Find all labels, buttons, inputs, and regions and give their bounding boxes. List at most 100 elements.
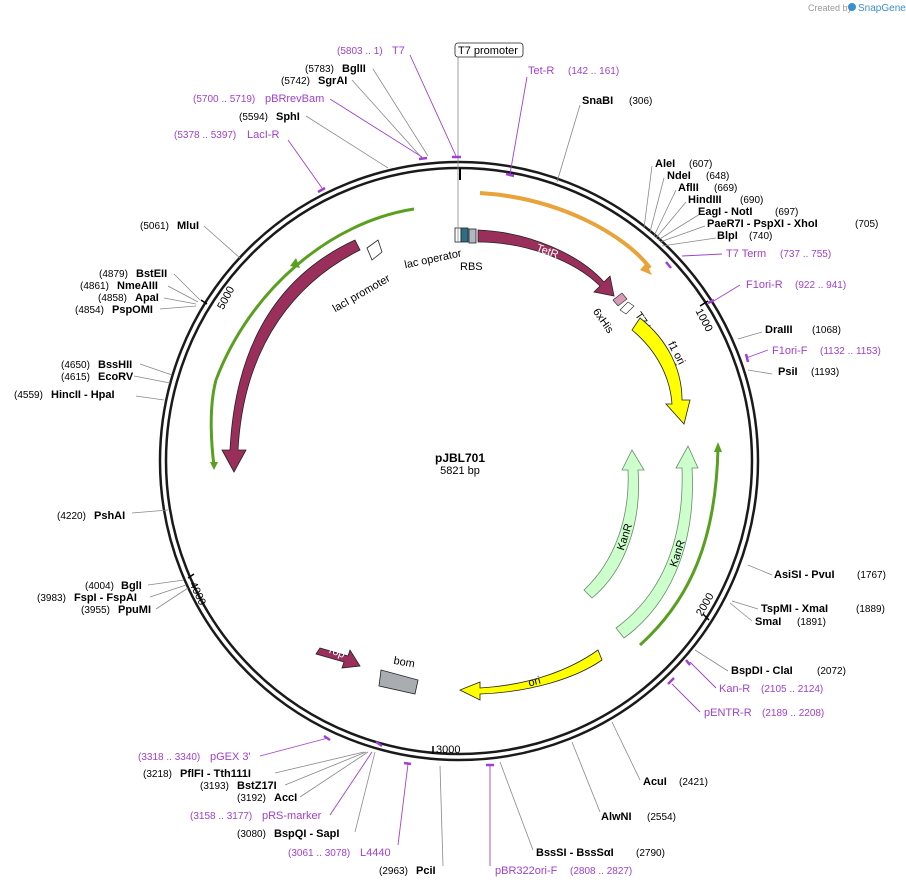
site-draiii-name[interactable]: DraIII xyxy=(765,324,793,336)
site-pflfi-name[interactable]: PflFI - Tth111I xyxy=(180,768,251,780)
t7-terminator-box[interactable] xyxy=(619,301,635,315)
primer-f1ori-f-name[interactable]: F1ori-F xyxy=(772,345,808,357)
lac-operator-core-box[interactable] xyxy=(460,227,469,243)
site-hincii-hpai-pos: (4559) xyxy=(14,390,43,401)
sixhis-label: 6xHis xyxy=(590,306,616,336)
primer-t7term-pos: (737 .. 755) xyxy=(780,249,831,260)
rbs-box[interactable] xyxy=(468,228,477,244)
primer-pbr322ori-f-pos: (2808 .. 2827) xyxy=(570,866,632,877)
site-bspdi-clai-name[interactable]: BspDI - ClaI xyxy=(731,665,793,677)
primer-tetr-name[interactable]: Tet-R xyxy=(528,65,554,77)
site-psii-name[interactable]: PsiI xyxy=(778,366,798,378)
primer-pgex3-name[interactable]: pGEX 3' xyxy=(210,751,251,763)
site-asisi-pvui-name[interactable]: AsiSI - PvuI xyxy=(774,569,835,581)
site-pshai-pos: (4220) xyxy=(57,511,86,522)
primer-pbr322ori-f-name[interactable]: pBR322ori-F xyxy=(495,865,558,877)
site-psii-pos: (1193) xyxy=(811,367,839,378)
f1-ori-feature-arrow[interactable] xyxy=(631,317,691,425)
site-pspomi-pos: (4854) xyxy=(75,305,104,316)
site-bsteii-name[interactable]: BstEII xyxy=(136,268,167,280)
primer-t7-name[interactable]: T7 xyxy=(392,45,405,57)
site-pcii-name[interactable]: PciI xyxy=(416,865,436,877)
backbone-outer-ring xyxy=(158,160,760,762)
created-by-text: Created by xyxy=(808,3,853,13)
primer-laci-r-name[interactable]: LacI-R xyxy=(247,129,279,141)
site-pshai-name[interactable]: PshAI xyxy=(94,510,125,522)
site-nmeaiii-name[interactable]: NmeAIII xyxy=(117,280,158,292)
snapgene-brand-text: SnapGene xyxy=(858,3,906,14)
kanr-outer-feature-arrow[interactable] xyxy=(615,445,699,639)
site-bsssi-name[interactable]: BssSI - BssSαI xyxy=(536,847,614,859)
site-alwni-name[interactable]: AlwNI xyxy=(601,811,632,823)
site-ecorv-name[interactable]: EcoRV xyxy=(98,371,134,383)
site-fspi-name[interactable]: FspI - FspAI xyxy=(74,592,137,604)
tick-2000 xyxy=(702,613,710,621)
laci-feature-arrow[interactable] xyxy=(221,239,361,473)
site-sgrai-pos: (5742) xyxy=(281,76,310,87)
site-ppumi-name[interactable]: PpuMI xyxy=(118,604,151,616)
primer-f1ori-r-name[interactable]: F1ori-R xyxy=(746,279,783,291)
site-bsteii-pos: (4879) xyxy=(99,269,128,280)
site-pcii-pos: (2963) xyxy=(379,866,408,877)
rop-label: rop xyxy=(327,644,346,661)
left-green-bottom-arrowhead xyxy=(210,462,218,470)
primer-l4440-name[interactable]: L4440 xyxy=(360,847,391,859)
site-paer7i-xhoi-name[interactable]: PaeR7I - PspXI - XhoI xyxy=(707,218,818,230)
site-ndei-name[interactable]: NdeI xyxy=(667,170,691,182)
site-sgrai-name[interactable]: SgrAI xyxy=(318,75,347,87)
site-sphi-name[interactable]: SphI xyxy=(276,111,300,123)
laci-promoter-box[interactable] xyxy=(366,239,383,261)
leader-lines xyxy=(131,68,773,867)
primer-pbrrevbam-pos: (5700 .. 5719) xyxy=(193,94,255,105)
site-smai-name[interactable]: SmaI xyxy=(755,616,781,628)
bom-feature-box[interactable] xyxy=(378,669,419,695)
site-mlui-name[interactable]: MluI xyxy=(177,220,199,232)
site-acui-name[interactable]: AcuI xyxy=(643,776,667,788)
ori-feature-arrow[interactable] xyxy=(459,649,603,701)
lac-operator-label: lac operator xyxy=(403,247,463,271)
ori-label: ori xyxy=(527,675,542,690)
site-acci-name[interactable]: AccI xyxy=(274,792,297,804)
site-blpi-name[interactable]: BlpI xyxy=(717,230,738,242)
primer-pentr-r-pos: (2189 .. 2208) xyxy=(762,708,824,719)
site-bgli-pos: (4004) xyxy=(85,581,114,592)
site-snabi-pos: (306) xyxy=(629,96,652,107)
site-apai-pos: (4858) xyxy=(98,293,127,304)
site-bspqi-sapi-pos: (3080) xyxy=(237,829,266,840)
kanr-inner-feature-arrow[interactable] xyxy=(583,449,645,599)
site-alei-name[interactable]: AleI xyxy=(655,158,675,170)
site-eagi-noti-name[interactable]: EagI - NotI xyxy=(698,206,752,218)
primer-pbrrevbam-name[interactable]: pBRrevBam xyxy=(265,93,324,105)
primer-f1ori-r-pos: (922 .. 941) xyxy=(795,280,846,291)
site-bstz17i-name[interactable]: BstZ17I xyxy=(237,780,277,792)
site-apai-name[interactable]: ApaI xyxy=(135,292,159,304)
laci-label: lacI xyxy=(267,332,286,353)
right-green-arc[interactable] xyxy=(638,447,720,647)
orange-region-arc[interactable] xyxy=(479,191,652,270)
site-hindiii-name[interactable]: HindIII xyxy=(688,194,722,206)
primer-t7term-name[interactable]: T7 Term xyxy=(726,248,766,260)
rop-feature-arrow[interactable] xyxy=(315,647,361,669)
site-bspqi-sapi-name[interactable]: BspQI - SapI xyxy=(274,828,339,840)
site-hincii-hpai-name[interactable]: HincII - HpaI xyxy=(51,389,115,401)
tetr-feature-arrow[interactable] xyxy=(477,229,615,297)
tick-5000 xyxy=(200,299,208,305)
kanr-outer-label: KanR xyxy=(668,539,688,569)
tick-label-5000: 5000 xyxy=(215,284,237,311)
left-green-arc[interactable] xyxy=(209,207,415,467)
kanr-inner-label: KanR xyxy=(615,522,635,552)
primer-laci-r-pos: (5378 .. 5397) xyxy=(174,130,236,141)
site-pflfi-pos: (3218) xyxy=(143,769,172,780)
site-aflii-name[interactable]: AflII xyxy=(678,182,699,194)
primer-kan-r-name[interactable]: Kan-R xyxy=(719,683,750,695)
primer-pentr-r-name[interactable]: pENTR-R xyxy=(704,707,752,719)
site-snabi-name[interactable]: SnaBI xyxy=(582,95,613,107)
site-bsshii-name[interactable]: BssHII xyxy=(98,359,132,371)
site-tspmi-xmai-name[interactable]: TspMI - XmaI xyxy=(761,603,828,615)
site-bgli-name[interactable]: BglI xyxy=(121,580,142,592)
sixhis-box[interactable] xyxy=(612,292,628,307)
site-bglii-name[interactable]: BglII xyxy=(342,63,366,75)
primer-leader-lines xyxy=(259,54,769,866)
site-pspomi-name[interactable]: PspOMI xyxy=(112,304,153,316)
primer-prs-marker-name[interactable]: pRS-marker xyxy=(262,810,322,822)
